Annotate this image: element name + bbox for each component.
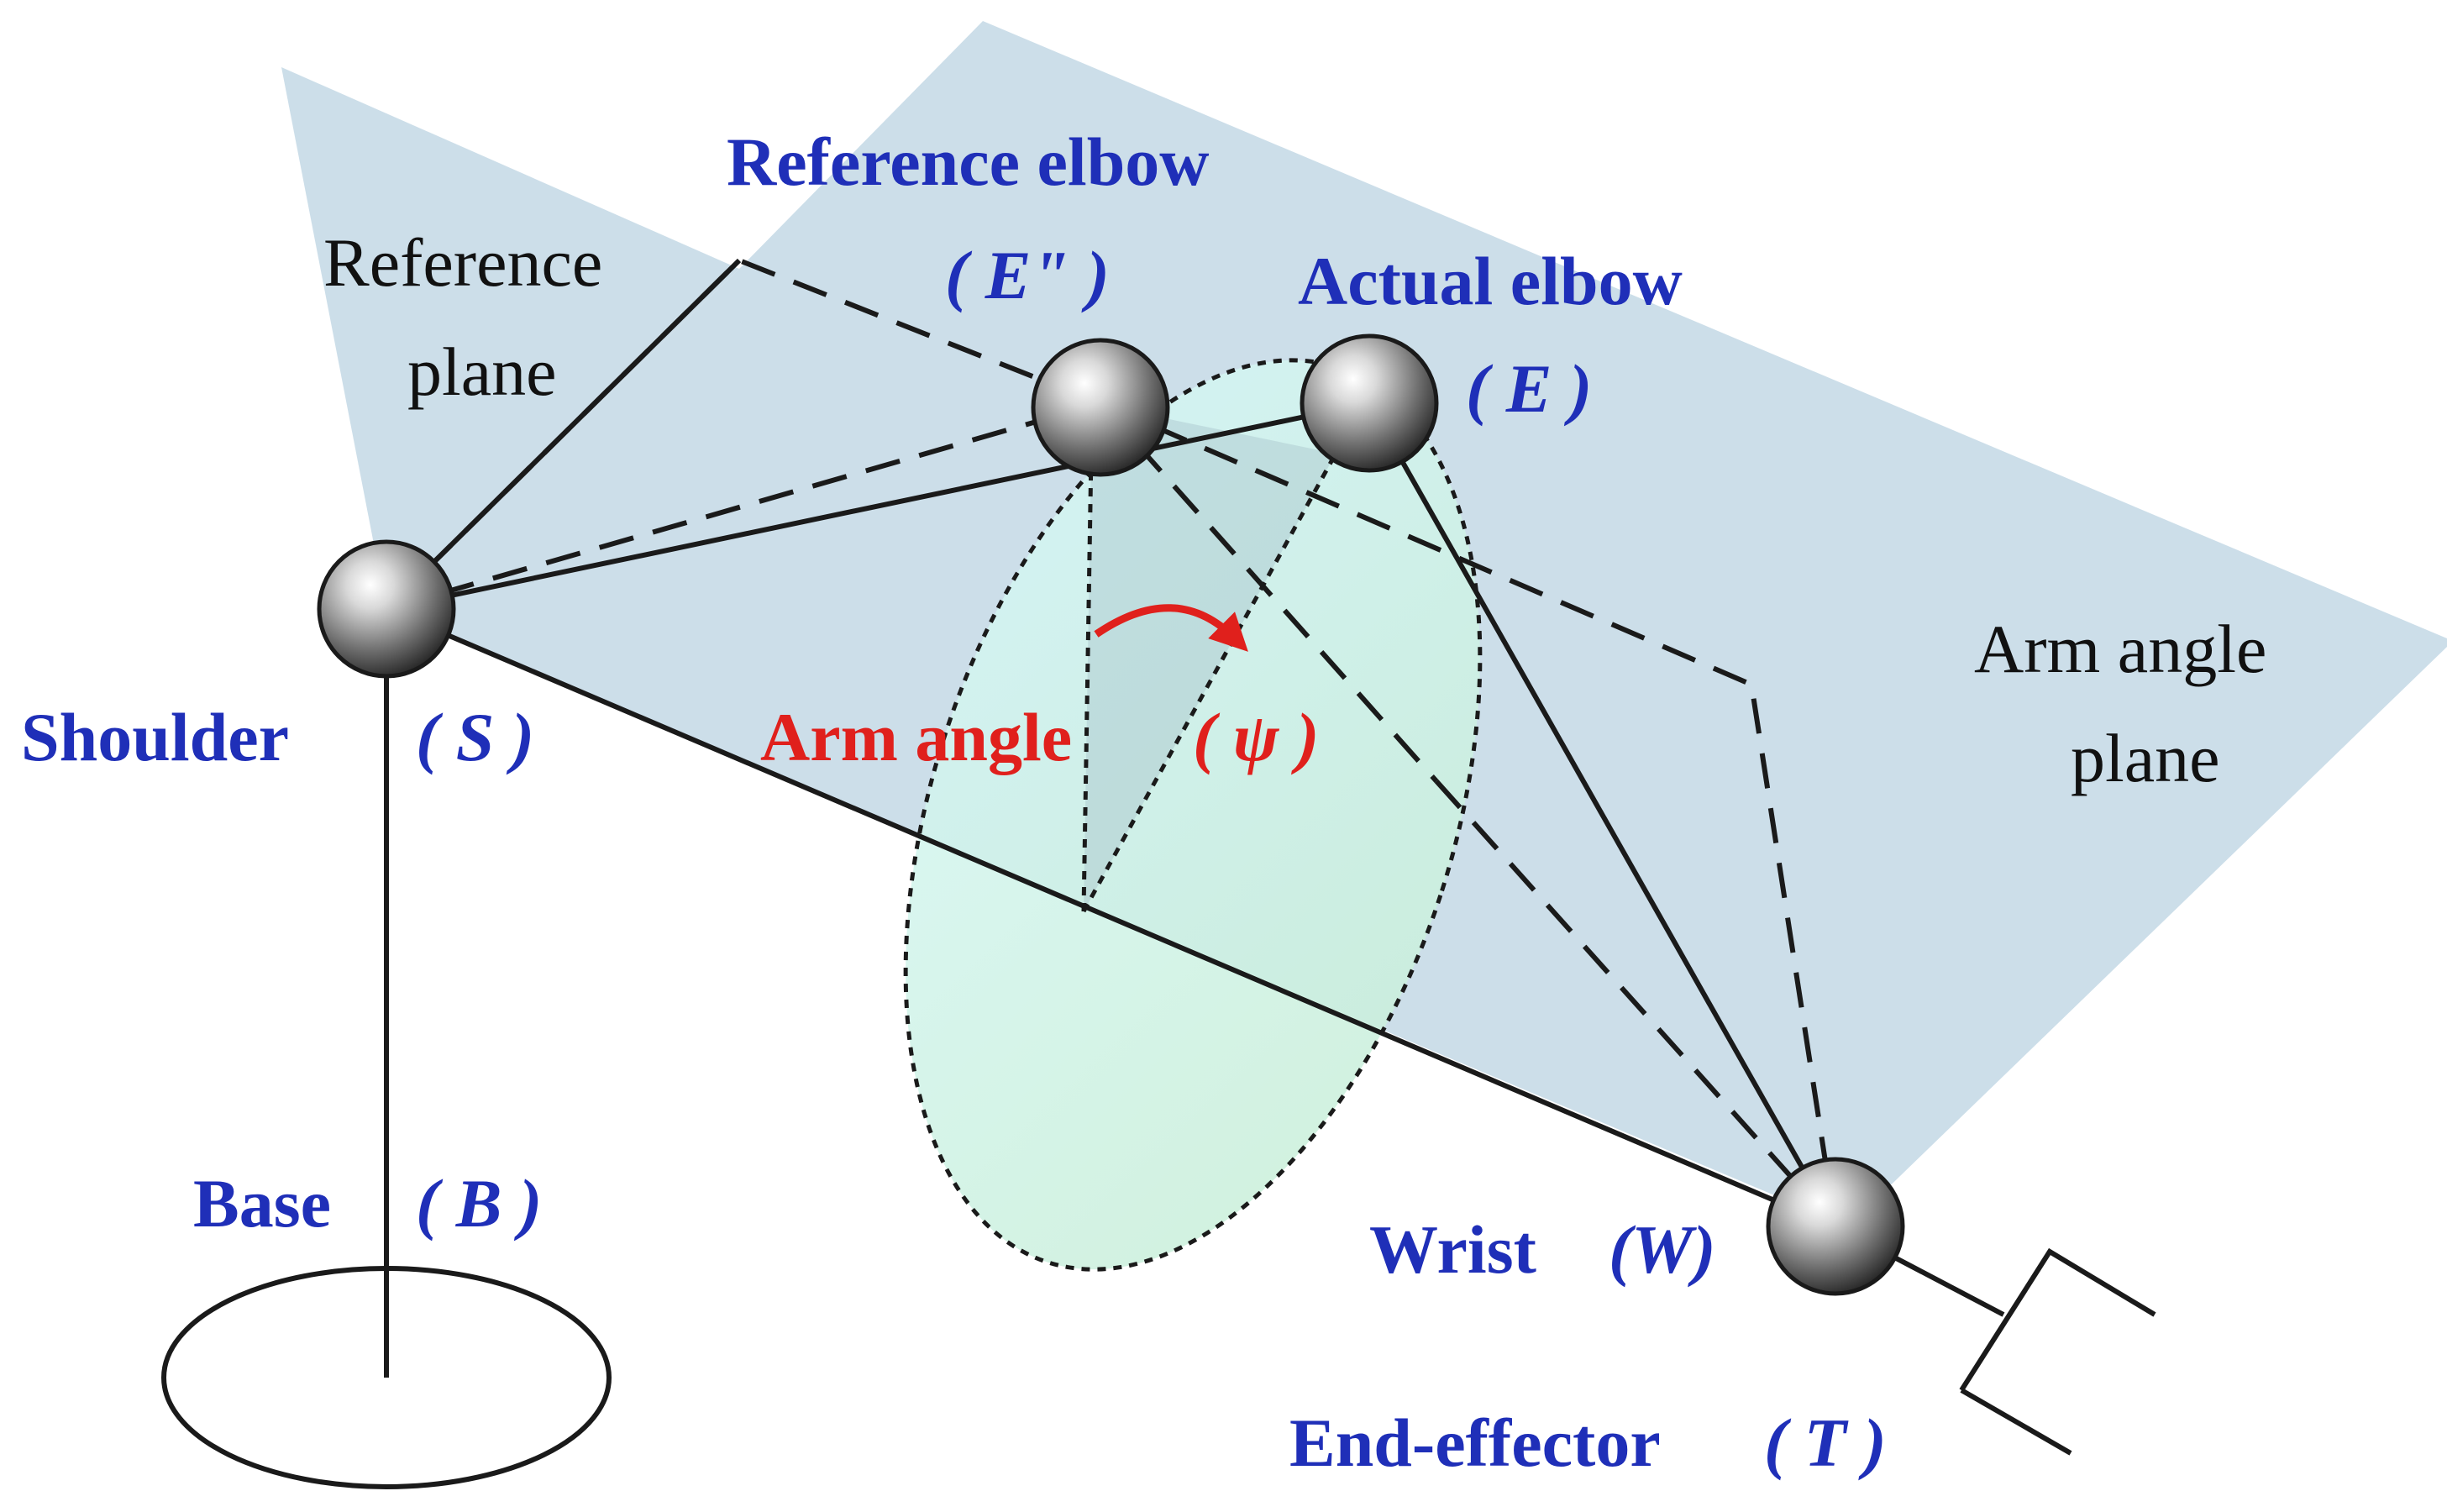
reference-plane [281,67,739,609]
ref-elbow-diag-dashed-b [1434,779,1838,1229]
reference-elbow-label: Reference elbow [727,123,1210,200]
center-to-ref-elbow-line [1081,402,1095,912]
shoulder-joint [317,539,456,679]
base-symbol: ( B ) [416,1165,542,1242]
arm-angle-arrow-icon [1094,604,1248,652]
shoulder-wrist-line [385,606,1837,1229]
arm-angle-plane-label-line1: Arm angle [1974,611,2266,687]
actual-elbow-symbol: ( E ) [1466,350,1592,427]
reference-arm-dashed [384,257,1838,1227]
gripper-lower-jaw [1960,1388,2072,1456]
arm-angle-label: Arm angle [760,699,1072,775]
arm-angle-circle [906,360,1480,1270]
shoulder-label: Shoulder [21,699,289,775]
base-ellipse [161,1266,612,1489]
reference-elbow-joint [1031,338,1170,477]
arm-angle-sector [1084,403,1336,911]
base-label: Base [193,1165,331,1242]
ref-elbow-diag-dashed-a [1098,402,1439,783]
reference-plane-label-line1: Reference [323,224,602,301]
reference-elbow-symbol: ( E" ) [945,237,1110,313]
wrist-label: Wrist [1369,1211,1536,1288]
reference-plane-edge [384,258,742,612]
arm-angle-symbol: ( ψ ) [1193,699,1319,775]
arm-angle-plane-label-line2: plane [2071,720,2220,796]
upper-arm-line [386,401,1370,612]
end-effector-label: End-effector [1289,1404,1661,1481]
end-effector-symbol: ( T ) [1764,1404,1887,1481]
wrist-symbol: (W) [1609,1211,1716,1288]
shoulder-to-ref-elbow-dashed [386,401,1101,612]
actual-elbow-joint [1300,333,1439,473]
actual-elbow-label: Actual elbow [1298,243,1683,319]
shoulder-symbol: ( S ) [416,699,534,775]
wrist-joint [1766,1157,1905,1296]
reference-plane-label-line2: plane [407,333,557,410]
gripper-upper-jaw [1959,1247,2156,1392]
center-to-actual-elbow-line [1081,452,1338,913]
forearm-line [1367,402,1838,1228]
